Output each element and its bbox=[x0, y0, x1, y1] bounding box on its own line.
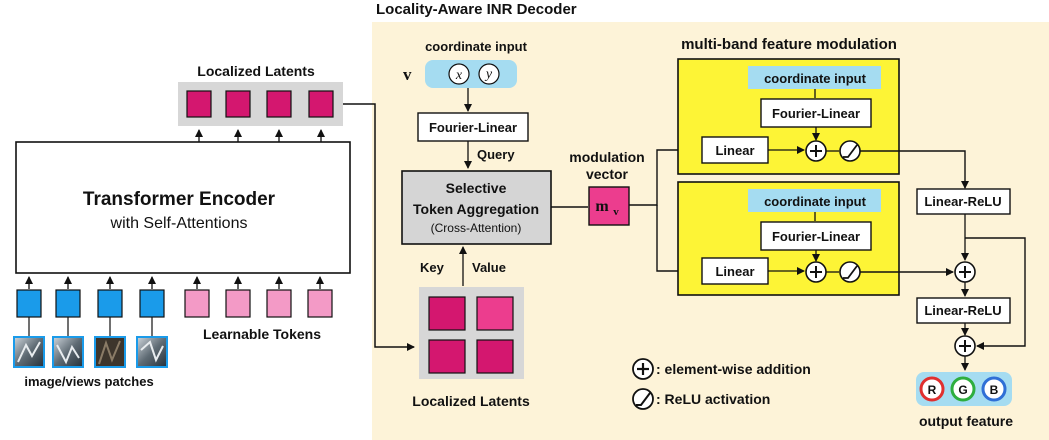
legend-addition-text: : element-wise addition bbox=[656, 361, 811, 377]
legend-relu-icon bbox=[632, 388, 654, 410]
latent-token bbox=[476, 296, 514, 331]
learnable-token bbox=[225, 289, 251, 318]
learnable-token bbox=[307, 289, 333, 318]
image-patch bbox=[136, 336, 168, 368]
patch-tokens bbox=[16, 289, 165, 318]
output-channel-r: R bbox=[919, 376, 945, 402]
linear-relu-1-box bbox=[916, 188, 1011, 215]
aggregation-line3: (Cross-Attention) bbox=[431, 221, 522, 235]
y-coordinate-node bbox=[478, 63, 500, 85]
output-feature-label: output feature bbox=[919, 413, 1013, 429]
m-symbol: m bbox=[595, 198, 609, 215]
encoder-output-arrows bbox=[195, 129, 325, 142]
fourier-linear-box bbox=[417, 112, 529, 142]
key-label: Key bbox=[420, 260, 445, 275]
decoder-latents-label: Localized Latents bbox=[412, 393, 530, 409]
band-2-linear: Linear bbox=[715, 264, 754, 279]
band-1-linear: Linear bbox=[715, 143, 754, 158]
image-patch bbox=[94, 336, 126, 368]
patch-token bbox=[16, 289, 42, 318]
learnable-token bbox=[266, 289, 292, 318]
band-2-add-icon bbox=[805, 261, 827, 283]
latent-token bbox=[266, 90, 292, 118]
coordinate-input-label: coordinate input bbox=[425, 39, 528, 54]
x-symbol: x bbox=[455, 68, 463, 83]
value-label: Value bbox=[472, 260, 506, 275]
coordinate-input-box bbox=[425, 60, 517, 88]
band-1-out-arrow bbox=[860, 150, 969, 189]
legend-relu-text: : ReLU activation bbox=[656, 391, 770, 407]
merge-add-icon-1 bbox=[954, 261, 976, 283]
latent-token bbox=[428, 339, 466, 374]
learnable-tokens-label: Learnable Tokens bbox=[203, 326, 321, 342]
band-1-add-icon bbox=[805, 140, 827, 162]
band-2-coordinate-input-box bbox=[748, 189, 881, 212]
aggregation-line2: Token Aggregation bbox=[413, 201, 539, 217]
y-symbol: y bbox=[484, 67, 493, 82]
image-patch bbox=[13, 336, 45, 368]
image-patches bbox=[13, 336, 168, 368]
decoder-title: Locality-Aware INR Decoder bbox=[376, 1, 577, 18]
band-2-fourier-linear: Fourier-Linear bbox=[772, 229, 860, 244]
patch-connectors bbox=[28, 317, 153, 337]
encoder-latents-label: Localized Latents bbox=[197, 63, 315, 79]
band-2-fourier-linear-box bbox=[760, 221, 872, 251]
latent-token bbox=[428, 296, 466, 331]
m-subscript: v bbox=[613, 206, 619, 218]
token-aggregation-box bbox=[401, 170, 552, 245]
output-channel-b-label: B bbox=[990, 383, 999, 397]
transformer-encoder-box bbox=[15, 141, 351, 274]
band-1-coordinate-input-box bbox=[748, 66, 881, 89]
decoder-latent-tokens bbox=[428, 296, 514, 374]
modulation-label-line1: modulation bbox=[569, 149, 644, 165]
band-1-coordinate-input: coordinate input bbox=[764, 71, 867, 86]
latent-token bbox=[225, 90, 251, 118]
linear-relu-2-box bbox=[916, 297, 1011, 324]
learnable-token bbox=[184, 289, 210, 318]
patches-label: image/views patches bbox=[24, 374, 153, 389]
latents-connector-arrow bbox=[343, 103, 415, 351]
modulation-label-line2: vector bbox=[586, 166, 629, 182]
linear-relu-2: Linear-ReLU bbox=[924, 303, 1001, 318]
band-1-relu-icon bbox=[839, 140, 861, 162]
patch-token bbox=[55, 289, 81, 318]
latent-token bbox=[308, 90, 334, 118]
patch-token bbox=[97, 289, 123, 318]
learnable-tokens bbox=[184, 289, 333, 318]
band-2-coordinate-input: coordinate input bbox=[764, 194, 867, 209]
v-symbol: v bbox=[403, 65, 412, 84]
x-coordinate-node bbox=[448, 63, 470, 85]
legend-add-icon bbox=[632, 358, 654, 380]
patch-token bbox=[139, 289, 165, 318]
latent-token bbox=[476, 339, 514, 374]
transformer-title: Transformer Encoder bbox=[83, 189, 276, 210]
output-channel-g: G bbox=[950, 376, 976, 402]
skip-connection-arrow bbox=[965, 237, 1026, 350]
linear-relu-1: Linear-ReLU bbox=[924, 194, 1001, 209]
image-patch bbox=[52, 336, 84, 368]
encoder-input-arrows bbox=[25, 276, 324, 289]
modulation-vector-box bbox=[588, 186, 630, 226]
encoder-latent-tokens bbox=[186, 90, 334, 118]
band-2-relu-icon bbox=[839, 261, 861, 283]
modulation-title: multi-band feature modulation bbox=[681, 36, 897, 53]
transformer-subtitle: with Self-Attentions bbox=[110, 215, 248, 232]
band-1-fourier-linear-box bbox=[760, 98, 872, 128]
query-label: Query bbox=[477, 147, 515, 162]
fourier-linear-label: Fourier-Linear bbox=[429, 120, 517, 135]
band-1-linear-box bbox=[701, 136, 769, 164]
output-channel-b: B bbox=[981, 376, 1007, 402]
aggregation-line1: Selective bbox=[446, 180, 507, 196]
band-1-fourier-linear: Fourier-Linear bbox=[772, 106, 860, 121]
output-channel-g-label: G bbox=[958, 383, 967, 397]
output-channel-r-label: R bbox=[928, 383, 937, 397]
latent-token bbox=[186, 90, 212, 118]
merge-add-icon-2 bbox=[954, 335, 976, 357]
